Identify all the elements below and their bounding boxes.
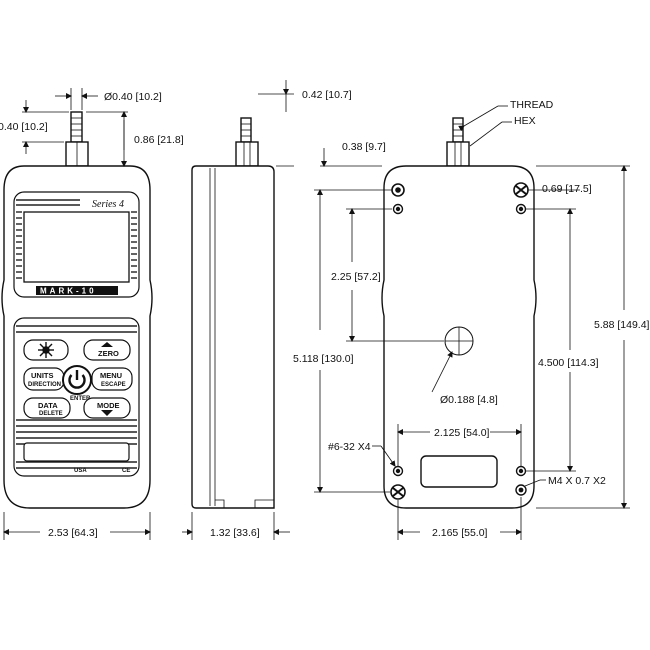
ce-mark: CE bbox=[122, 468, 130, 474]
front-shaft bbox=[70, 111, 83, 143]
battery-window bbox=[420, 455, 498, 488]
screw-bottom-left bbox=[390, 484, 406, 500]
screw-top-right bbox=[513, 182, 529, 198]
dim-side-top: 0.42 [10.7] bbox=[302, 89, 352, 101]
units-label: UNITS bbox=[31, 371, 54, 380]
mode-button[interactable] bbox=[83, 397, 131, 419]
lcd-screen bbox=[23, 211, 130, 283]
power-icon bbox=[68, 370, 86, 389]
brand-logo: MARK-10 bbox=[40, 287, 97, 296]
arrow-down-icon bbox=[101, 410, 113, 416]
brand-bar bbox=[36, 286, 118, 295]
screw-right-spec: M4 X 0.7 X2 bbox=[548, 475, 606, 487]
dim-front-width: 2.53 [64.3] bbox=[48, 527, 98, 539]
units-sub-label: DIRECTION bbox=[28, 382, 61, 388]
hole-lower-left bbox=[392, 465, 404, 477]
hole-lower-right bbox=[515, 465, 527, 477]
dim-hex-len: 0.86 [21.8] bbox=[134, 134, 184, 146]
dim-hole-spacing: 2.125 [54.0] bbox=[434, 427, 490, 439]
dim-back-width: 2.165 [55.0] bbox=[432, 527, 488, 539]
back-hex bbox=[446, 141, 470, 167]
dim-side-depth: 1.32 [33.6] bbox=[210, 527, 260, 539]
back-view: THREAD HEX 0.38 [9.7] 0.69 [17.5] 5.118 … bbox=[293, 99, 650, 540]
dim-shaft-dia: Ø0.40 [10.2] bbox=[104, 91, 162, 103]
dim-right-span: 4.500 [114.3] bbox=[538, 357, 599, 369]
dim-top-offset: 0.38 [9.7] bbox=[342, 141, 386, 153]
screw-top-left bbox=[391, 183, 405, 197]
dim-hole-top: 0.69 [17.5] bbox=[542, 183, 592, 195]
menu-sub-label: ESCAPE bbox=[101, 382, 126, 388]
hole-upper-right bbox=[515, 203, 527, 215]
enter-label: ENTER bbox=[70, 396, 91, 402]
screw-left-spec: #6-32 X4 bbox=[328, 441, 371, 453]
arrow-up-icon bbox=[101, 342, 113, 347]
mode-label: MODE bbox=[97, 401, 120, 410]
dim-left-span: 5.118 [130.0] bbox=[293, 353, 354, 365]
label-window bbox=[23, 442, 130, 462]
display-stripes bbox=[16, 199, 137, 279]
thread-label: THREAD bbox=[510, 99, 554, 111]
data-button[interactable] bbox=[23, 397, 71, 419]
usa-mark: USA bbox=[74, 468, 87, 474]
dim-center-hole: Ø0.188 [4.8] bbox=[440, 394, 498, 406]
side-hex bbox=[235, 141, 259, 167]
zero-button[interactable] bbox=[83, 339, 131, 361]
hole-bottom-right bbox=[515, 484, 527, 496]
menu-label: MENU bbox=[100, 371, 122, 380]
front-view: Series 4 MARK-10 ZERO UNITS DIRECTION bbox=[0, 88, 184, 540]
side-body bbox=[191, 165, 275, 509]
dim-upper: 2.25 [57.2] bbox=[331, 271, 381, 283]
menu-button[interactable] bbox=[91, 367, 133, 391]
sun-icon bbox=[38, 342, 54, 358]
zero-label: ZERO bbox=[98, 349, 119, 358]
series-label: Series 4 bbox=[92, 199, 124, 210]
data-sub-label: DELETE bbox=[39, 411, 63, 417]
hex-label: HEX bbox=[514, 115, 536, 127]
side-view: 0.42 [10.7] 1.32 [33.6] bbox=[182, 80, 352, 540]
hole-upper-left bbox=[392, 203, 404, 215]
center-hole bbox=[444, 326, 474, 356]
data-label: DATA bbox=[38, 401, 58, 410]
dim-shaft-len: 0.40 [10.2] bbox=[0, 121, 48, 133]
dim-total-height: 5.88 [149.4] bbox=[594, 319, 650, 331]
